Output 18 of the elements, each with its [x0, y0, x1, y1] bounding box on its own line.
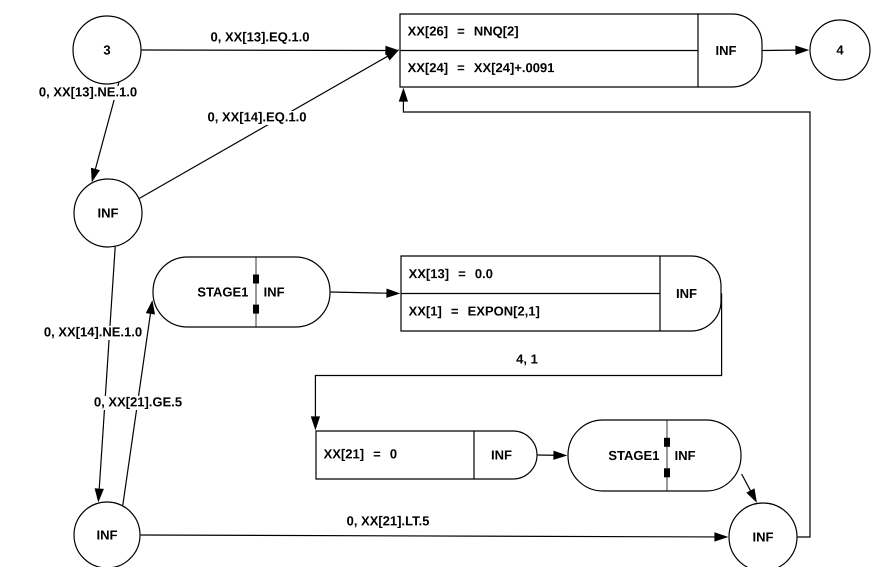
node-label: INF: [716, 46, 736, 55]
edge-label: 0, XX[13].EQ.1.0: [210, 30, 310, 46]
edge-label: 0, XX[14].NE.1.0: [42, 326, 144, 340]
circle-node: 3: [72, 15, 142, 85]
edge-label: 0, XX[21].LT.5: [346, 514, 430, 530]
assign-node: XX[26] = NNQ[2] XX[24] = XX[24]+.0091 INF: [399, 13, 763, 88]
edge-label: 4, 1: [515, 354, 539, 366]
node-label: INF: [492, 450, 512, 460]
edge-label: 0, XX[13].NE.1.0: [38, 86, 138, 100]
edge-label: 0, XX[21].GE.5: [92, 396, 184, 410]
assign-node: XX[21] = 0 INF: [315, 430, 538, 480]
circle-node: 4: [809, 19, 871, 81]
circle-node: INF: [73, 178, 143, 248]
edge-label: 0, XX[14].EQ.1.0: [206, 110, 308, 126]
queue-node: STAGE1 INF: [152, 256, 331, 328]
assign-node: XX[13] = 0.0 XX[1] = EXPON[2,1] INF: [400, 255, 722, 332]
node-label: INF: [676, 289, 696, 298]
queue-node: STAGE1 INF: [567, 419, 742, 492]
